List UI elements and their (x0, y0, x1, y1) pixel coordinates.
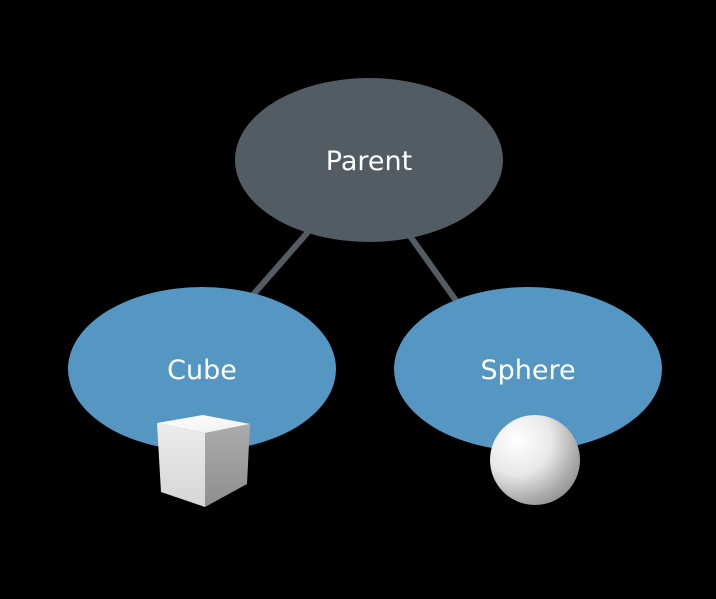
cube-icon-right (205, 424, 250, 507)
sphere-node-label: Sphere (480, 355, 575, 386)
edge-parent-cube (249, 230, 311, 298)
cube-node-shape (68, 287, 336, 451)
cube-icon (157, 415, 250, 507)
cube-node[interactable]: Cube (68, 287, 336, 451)
sphere-node-shape (394, 287, 662, 451)
sphere-node[interactable]: Sphere (394, 287, 662, 451)
cube-icon-top (157, 415, 250, 433)
cube-node-label: Cube (167, 355, 237, 386)
parent-node-label: Parent (326, 146, 412, 177)
cube-icon-left (157, 423, 205, 507)
edge-parent-sphere (407, 234, 460, 304)
sphere-icon (490, 415, 580, 505)
parent-node[interactable]: Parent (235, 78, 503, 242)
parent-node-shape (235, 78, 503, 242)
